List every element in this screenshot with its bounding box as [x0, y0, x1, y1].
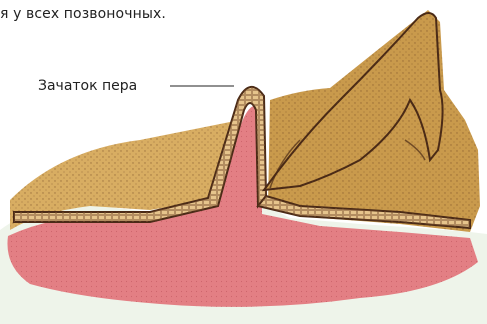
skin-cross-section-illustration: [0, 0, 487, 324]
